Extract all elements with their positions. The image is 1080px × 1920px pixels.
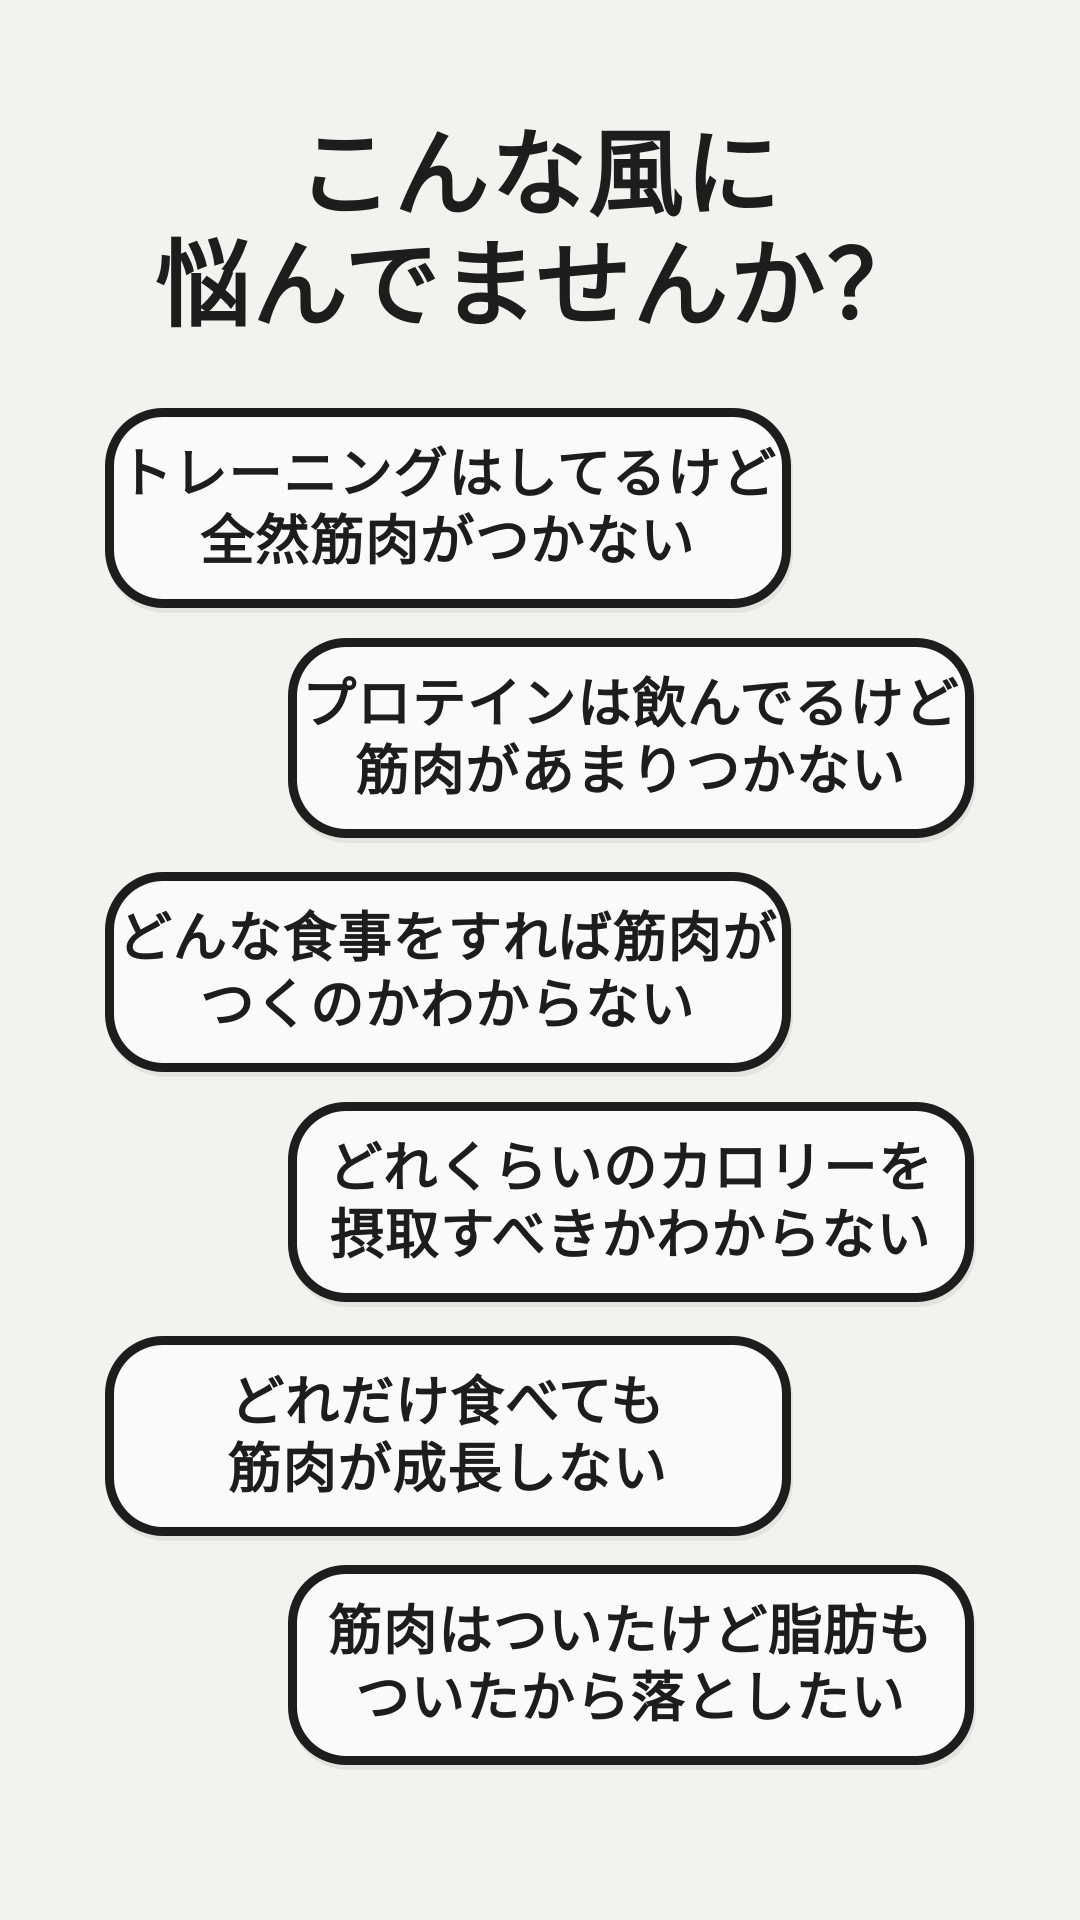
worry-bubble: 筋肉はついたけど脂肪も ついたから落としたい bbox=[288, 1565, 974, 1765]
worry-text: どれだけ食べても 筋肉が成長しない bbox=[228, 1371, 668, 1500]
worry-text: 筋肉はついたけど脂肪も ついたから落としたい bbox=[328, 1600, 934, 1729]
worry-bubble: どれくらいのカロリーを 摂取すべきかわからない bbox=[288, 1102, 974, 1302]
worry-bubble: どれだけ食べても 筋肉が成長しない bbox=[105, 1336, 791, 1536]
worry-text: プロテインは飲んでるけど 筋肉があまりつかない bbox=[302, 673, 960, 802]
worry-bubble: プロテインは飲んでるけど 筋肉があまりつかない bbox=[288, 638, 974, 838]
worry-bubble: トレーニングはしてるけど 全然筋肉がつかない bbox=[105, 408, 791, 608]
worry-text: どんな食事をすれば筋肉が つくのかわからない bbox=[118, 907, 778, 1036]
worry-bubble: どんな食事をすれば筋肉が つくのかわからない bbox=[105, 872, 791, 1072]
worry-text: どれくらいのカロリーを 摂取すべきかわからない bbox=[328, 1137, 934, 1266]
page-title: こんな風に 悩んでませんか？ bbox=[155, 122, 925, 340]
worry-text: トレーニングはしてるけど 全然筋肉がつかない bbox=[118, 443, 778, 572]
